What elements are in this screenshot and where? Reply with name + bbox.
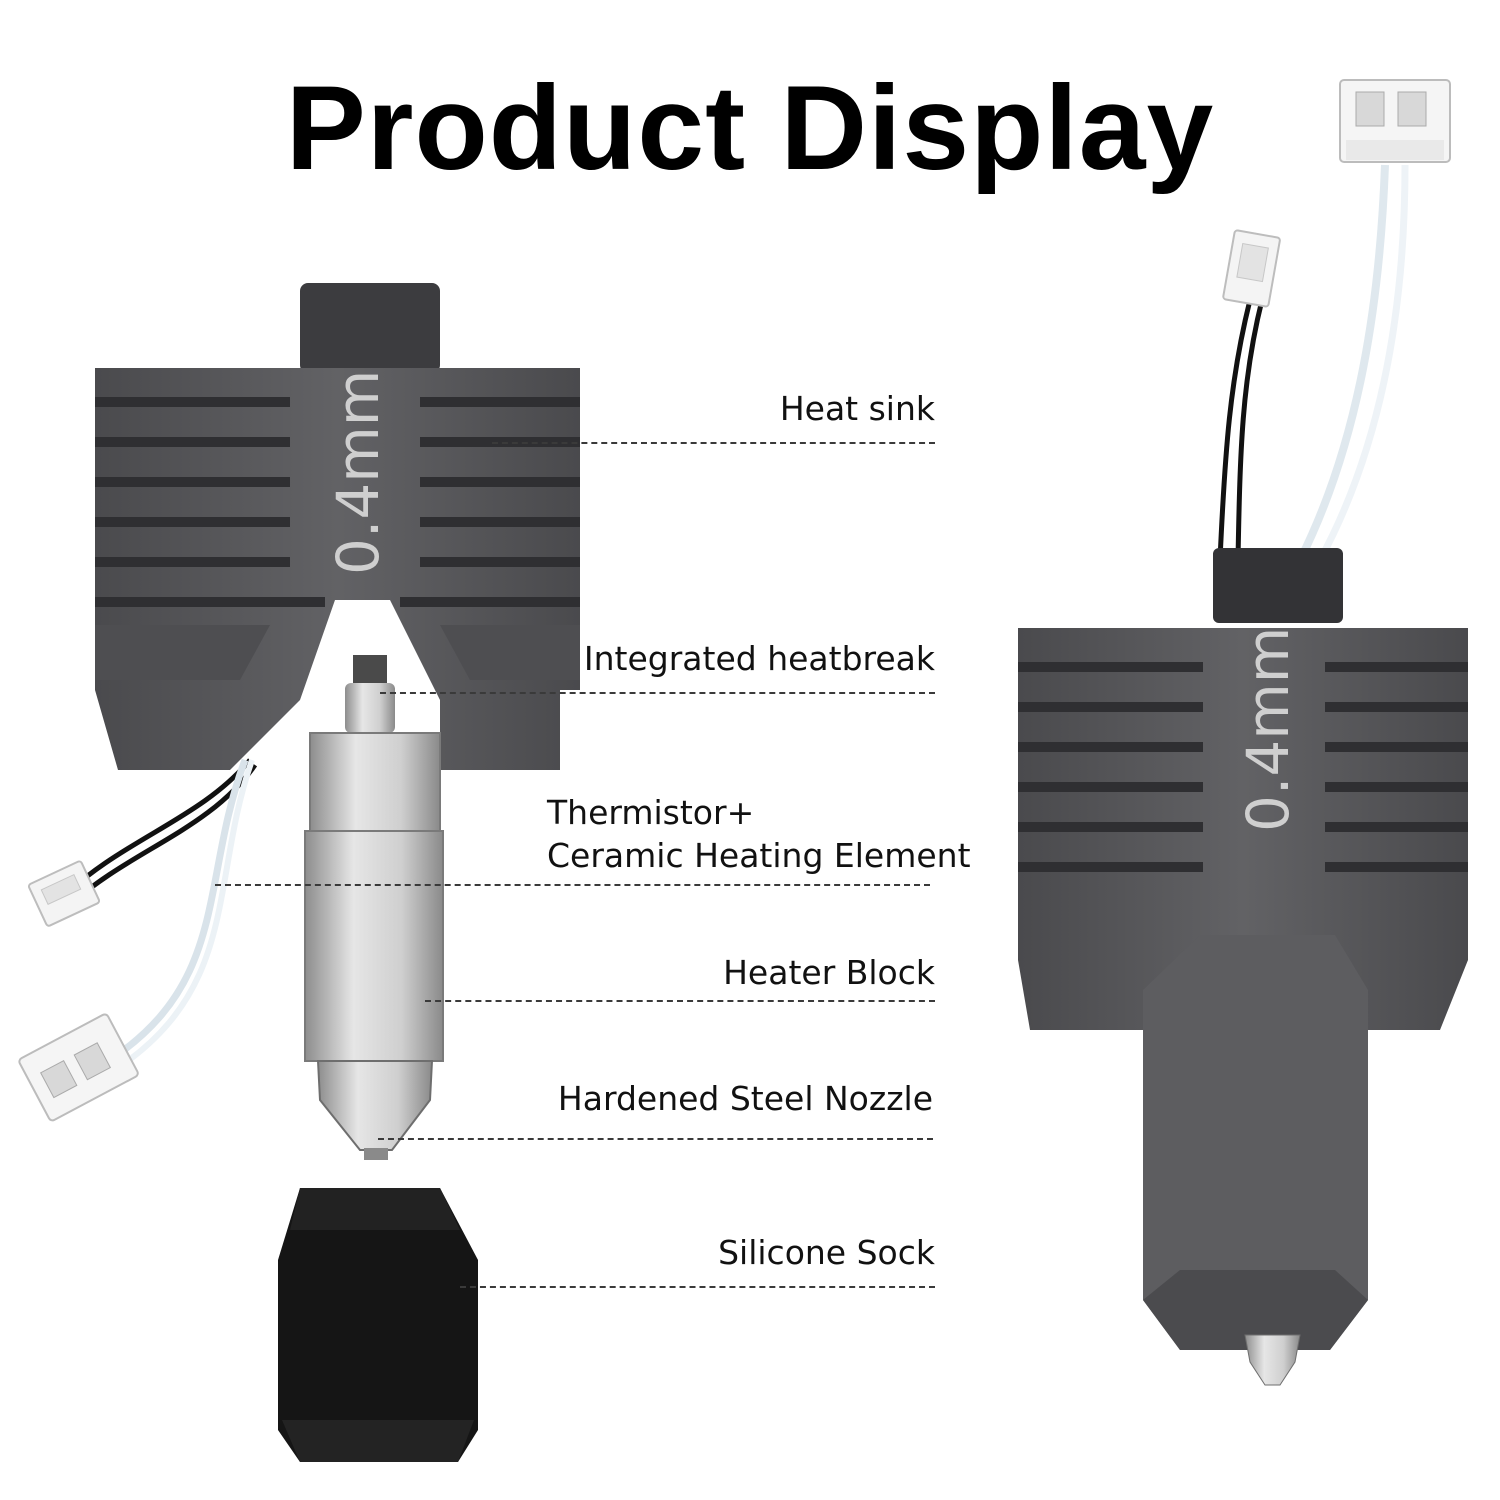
leader-sock [460,1286,935,1288]
leader-heatbreak [380,692,935,694]
label-heatbreak: Integrated heatbreak [583,639,935,678]
leader-thermistor [215,884,930,886]
label-heater-block: Heater Block [723,953,935,992]
right-heat-sink [1018,628,1468,1030]
label-thermistor: Thermistor+ Ceramic Heating Element [547,792,971,878]
nozzle-size-marking: 0.4mm [324,370,392,575]
label-sock: Silicone Sock [718,1233,935,1272]
heatsink-top-tube [300,283,440,373]
right-nozzle-size-marking: 0.4mm [1234,627,1302,832]
heatbreak [353,655,387,685]
label-heat-sink: Heat sink [779,389,935,428]
leader-heater-block [425,1000,935,1002]
label-nozzle: Hardened Steel Nozzle [557,1079,933,1118]
page-title: Product Display [285,61,1215,195]
thermistor-connector [27,860,101,927]
label-thermistor-line1: Thermistor+ [547,793,755,832]
heater-wire-white [108,758,249,1063]
leader-nozzle [378,1138,933,1140]
silicone-sock [278,1188,478,1462]
left-hotend: 0.4mm [18,283,580,1462]
right-thermistor-connector [1222,229,1281,308]
ceramic-heating-element [309,732,441,832]
heater-block [304,830,444,1062]
heater-connector [18,1013,139,1122]
leader-heat-sink [492,442,935,444]
right-silicone-sock [1143,935,1368,1350]
hardened-steel-nozzle [316,1060,434,1151]
label-thermistor-line2: Ceramic Heating Element [547,835,971,875]
right-hotend: 0.4mm [1018,79,1468,1386]
right-heater-connector [1339,79,1451,163]
